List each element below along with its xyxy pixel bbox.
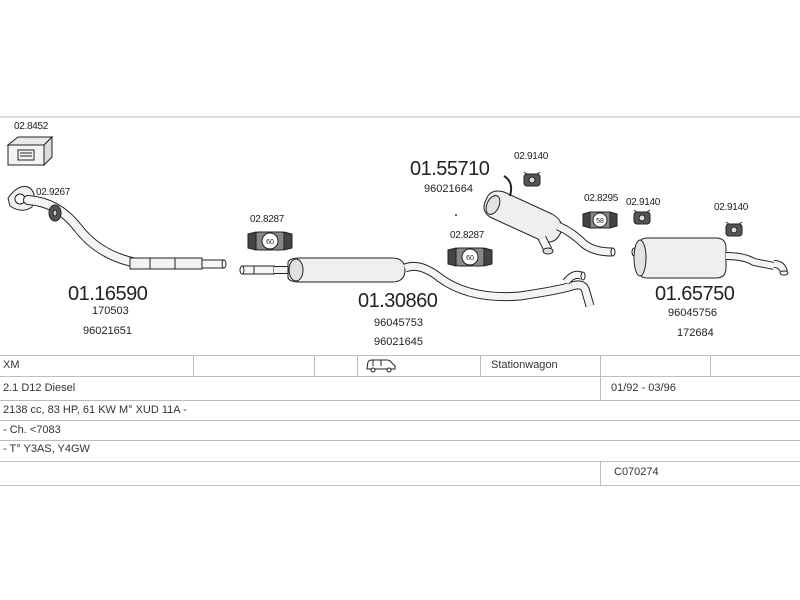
rear-silencer-part: [631, 237, 789, 279]
rear-ref: 172684: [677, 327, 714, 339]
body-type-cell: Stationwagon: [491, 359, 558, 371]
clamp-icon: 60: [447, 247, 493, 267]
type-cell: - T° Y3AS, Y4GW: [3, 443, 90, 455]
rubber-mount-number: 02.9140: [714, 202, 749, 213]
van-icon: [366, 359, 396, 373]
gasket-icon: [48, 204, 62, 222]
front-silencer-part: [483, 175, 616, 257]
front-pipe-ref: 170503: [92, 305, 129, 317]
front-pipe-number: 01.16590: [68, 283, 148, 305]
clamp-icon: 58: [582, 211, 618, 229]
clamp-badge: 60: [466, 255, 474, 262]
middle-number: 01.30860: [358, 290, 438, 312]
middle-ref: 96021645: [374, 336, 423, 348]
clamp-badge: 58: [596, 218, 604, 225]
front-pipe-ref: 96021651: [83, 325, 132, 337]
rubber-mount-number: 02.9140: [514, 151, 549, 162]
rear-ref: 96045756: [668, 307, 717, 319]
model-cell: XM: [3, 359, 20, 371]
middle-silencer-part: [239, 257, 595, 308]
clamp-number: 02.8287: [450, 230, 485, 241]
clamp-badge: 60: [266, 239, 274, 246]
front-silencer-ref: 96021664: [424, 183, 473, 195]
spec-cell: 2138 cc, 83 HP, 61 KW M° XUD 11A -: [3, 404, 187, 416]
rubber-mount-icon: [633, 209, 651, 225]
gasket-number: 02.9267: [36, 187, 71, 198]
box-kit-icon: [6, 135, 54, 167]
chassis-cell: - Ch. <7083: [3, 424, 61, 436]
years-cell: 01/92 - 03/96: [611, 382, 676, 394]
rubber-mount-number: 02.9140: [626, 197, 661, 208]
exhaust-system-diagram: 60 60: [0, 116, 800, 308]
rubber-mount-icon: [523, 171, 541, 187]
rubber-mount-icon: [725, 221, 743, 237]
front-pipe-part: [7, 186, 227, 270]
engine-cell: 2.1 D12 Diesel: [3, 382, 76, 394]
catalog-code-cell: C070274: [614, 466, 659, 478]
clamp-number: 02.8287: [250, 214, 285, 225]
box-kit-number: 02.8452: [14, 121, 49, 132]
clamp-number: 02.8295: [584, 193, 619, 204]
clamp-icon: 60: [247, 231, 293, 251]
front-silencer-number: 01.55710: [410, 158, 490, 180]
rear-number: 01.65750: [655, 283, 735, 305]
middle-ref: 96045753: [374, 317, 423, 329]
